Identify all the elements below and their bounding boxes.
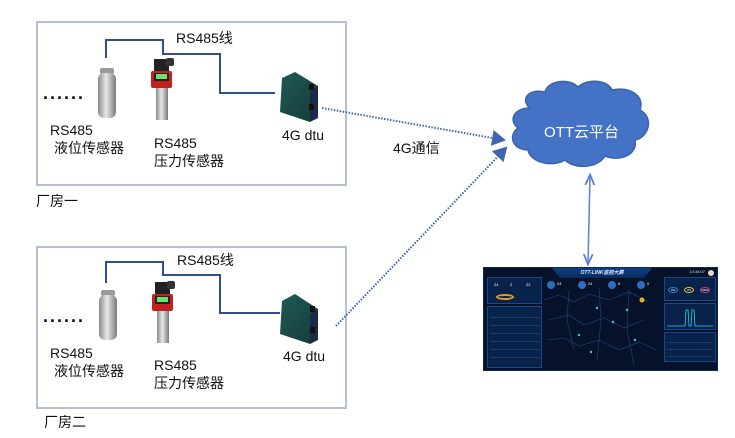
device-list-panel	[487, 306, 542, 368]
kpi-2-value: 24	[588, 281, 593, 286]
cloud-label: OTT云平台	[544, 124, 619, 141]
factory-2-name: 厂房二	[44, 414, 86, 430]
factory-1-dtu-icon	[280, 72, 318, 122]
factory-2-level-sensor-label-2: 液位传感器	[54, 363, 124, 379]
factory-2-pressure-sensor-label-2: 压力传感器	[154, 375, 224, 391]
user-avatar	[708, 270, 714, 276]
device-overview-panel: 24 2 22	[487, 277, 542, 304]
factory-2-rs485-cable	[105, 261, 280, 314]
alarm-list-panel	[664, 332, 716, 362]
dashboard-time: 14:34:07	[689, 269, 705, 274]
cloud-icon	[511, 80, 650, 168]
factory-2-pressure-sensor-label-1: RS485	[154, 357, 197, 373]
factory-1-4g-link	[321, 107, 506, 146]
factory-2-level-sensor-label-1: RS485	[50, 345, 93, 361]
ring-1: 0%	[668, 287, 678, 293]
trend-panel	[664, 303, 716, 330]
kpi-4-icon	[637, 281, 645, 289]
map-outline	[543, 287, 658, 366]
factory-2-pressure-sensor-icon	[152, 281, 175, 343]
factory-2-more-indicator: ......	[43, 306, 86, 326]
factory-1-level-sensor-label-1: RS485	[50, 122, 93, 138]
ring-2: 0%	[684, 287, 694, 293]
link-label: 4G通信	[393, 140, 440, 156]
cloud-dashboard-link	[588, 176, 590, 263]
stat-total: 24	[494, 282, 499, 287]
stat-offline: 22	[526, 282, 531, 287]
factory-1-level-sensor-icon	[98, 68, 116, 118]
factory-2-level-sensor-icon	[99, 290, 117, 340]
factory-1-rs485-cable	[105, 39, 275, 94]
factory-1-pressure-sensor-label-2: 压力传感器	[154, 153, 224, 169]
factory-1-pressure-sensor-label-1: RS485	[154, 135, 197, 151]
factory-1-name: 厂房一	[36, 193, 78, 209]
kpi-4-value: 0	[647, 281, 650, 286]
monitoring-dashboard: OTT-LINK监控大屏 14:34:07 24 2 22 24 24 0 0 …	[483, 267, 718, 371]
factory-1-dtu-label: 4G dtu	[282, 127, 325, 143]
overview-ring-chart	[496, 294, 514, 300]
factory-1-more-indicator: ......	[43, 83, 86, 103]
stat-online: 2	[510, 282, 513, 287]
factory-1-level-sensor-label-2: 液位传感器	[54, 140, 124, 156]
kpi-1-icon	[547, 281, 555, 289]
alarm-rate-panel: 0% 0% 100%	[664, 277, 716, 301]
factory-1-pressure-sensor-icon	[151, 58, 174, 120]
factory-1-cable-label: RS485线	[176, 30, 233, 46]
kpi-3-value: 0	[618, 281, 621, 286]
dashboard-title-bar	[552, 268, 652, 278]
kpi-3-icon	[608, 281, 616, 289]
ring-3: 100%	[700, 287, 710, 293]
trend-chart	[667, 309, 713, 327]
factory-2-cable-label: RS485线	[177, 252, 234, 268]
factory-2-4g-link	[335, 146, 508, 327]
kpi-2-icon	[578, 281, 586, 289]
factory-2-dtu-icon	[280, 294, 318, 344]
dashboard-title: OTT-LINK监控大屏	[580, 270, 624, 276]
kpi-1-value: 24	[557, 281, 562, 286]
factory-2-dtu-label: 4G dtu	[283, 348, 326, 364]
